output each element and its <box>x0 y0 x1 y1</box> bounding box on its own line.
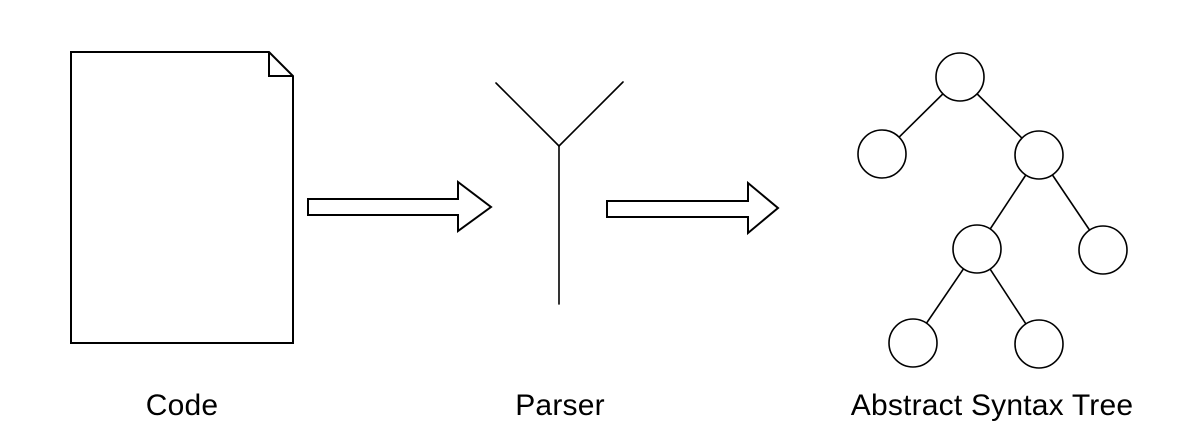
parser-branch-line <box>495 82 560 147</box>
parser-branch-line <box>558 81 624 147</box>
document-icon <box>70 51 294 344</box>
syntax-tree-icon <box>857 52 1128 369</box>
tree-node-rl <box>952 224 1002 274</box>
tree-node-rll <box>888 318 938 368</box>
arrow-right-shape <box>307 179 493 233</box>
tree-node-l <box>857 129 907 179</box>
document-fold-shape <box>268 52 293 77</box>
abstract-syntax-tree-label: Abstract Syntax Tree <box>850 389 1134 422</box>
tree-node-rr <box>1078 225 1128 275</box>
tree-node-r <box>1014 130 1064 180</box>
tree-node-root <box>935 52 985 102</box>
arrow-right-icon <box>307 179 780 236</box>
arrow-right-shape <box>606 180 780 236</box>
code-label: Code <box>145 389 219 422</box>
tree-node-rlr <box>1014 319 1064 369</box>
document-page-shape <box>70 51 294 344</box>
parser-y-icon <box>495 81 624 305</box>
parser-label: Parser <box>515 389 605 422</box>
